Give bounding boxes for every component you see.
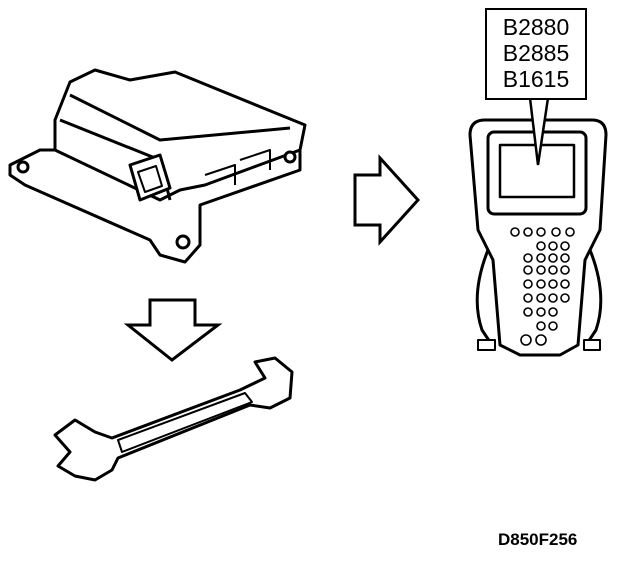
callout-pointer [528,97,550,166]
arrow-down-icon [123,298,223,362]
figure-id: D850F256 [498,530,578,549]
wrench-icon [53,356,294,482]
dtc-code: B2885 [502,40,570,66]
airbag-sensor-module-icon [8,68,307,264]
dtc-code: B2880 [502,14,570,40]
dtc-code: B1615 [502,66,570,92]
dtc-code-callout: B2880 B2885 B1615 [485,8,587,100]
arrow-right-icon [353,154,421,246]
handheld-scan-tool-icon [468,118,608,357]
